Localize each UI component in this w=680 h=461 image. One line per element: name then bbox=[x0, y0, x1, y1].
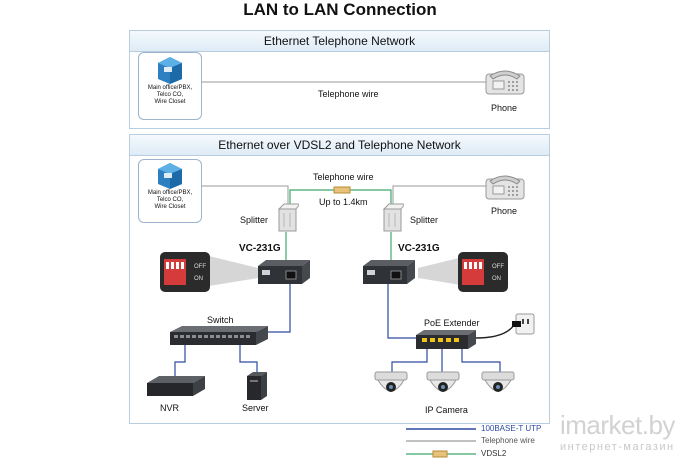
server-label: Server bbox=[242, 403, 269, 413]
legend-telephone-label: Telephone wire bbox=[481, 436, 535, 445]
vc231g-left-device bbox=[258, 260, 310, 284]
dip-off-label: OFF bbox=[492, 264, 504, 270]
nvr-icon bbox=[147, 376, 205, 396]
server-icon bbox=[247, 372, 267, 400]
office-label-line3: Wire Closet bbox=[154, 99, 186, 105]
office-box-bottom: Main office/PBX, Telco CO, Wire Closet bbox=[138, 159, 202, 223]
panel-header: Ethernet Telephone Network bbox=[130, 31, 549, 52]
nvr-label: NVR bbox=[160, 403, 180, 413]
office-box-top: Main office/PBX, Telco CO, Wire Closet bbox=[138, 52, 202, 120]
poe-extender-icon bbox=[416, 330, 476, 349]
distance-label: Up to 1.4km bbox=[319, 197, 368, 207]
splitter-left-label: Splitter bbox=[240, 215, 269, 225]
dip-on-label: ON bbox=[194, 276, 203, 282]
pbx-icon bbox=[158, 163, 182, 189]
panel-header: Ethernet over VDSL2 and Telephone Networ… bbox=[130, 135, 549, 156]
vc231g-right-device bbox=[363, 260, 415, 284]
office-label-line1: Main office/PBX, bbox=[147, 85, 193, 91]
dip-switch-icon bbox=[462, 259, 484, 285]
ip-camera-label: IP Camera bbox=[425, 405, 468, 415]
pbx-icon bbox=[158, 57, 182, 84]
bottom-wire-label: Telephone wire bbox=[313, 172, 374, 182]
ip-camera-icon bbox=[374, 371, 408, 392]
top-wire-label: Telephone wire bbox=[318, 89, 379, 99]
phone-label-bottom: Phone bbox=[491, 206, 518, 216]
phone-label-top: Phone bbox=[491, 103, 518, 113]
dip-switch-zoom-left: OFF ON bbox=[160, 252, 210, 292]
ip-camera-icon bbox=[426, 371, 460, 392]
dip-off-label: OFF bbox=[194, 264, 206, 270]
power-outlet-icon bbox=[512, 313, 535, 335]
poe-extender-label: PoE Extender bbox=[424, 318, 480, 328]
legend-vdsl2-label: VDSL2 bbox=[481, 449, 507, 458]
diagram-title: LAN to LAN Connection bbox=[243, 0, 437, 19]
office-label-line1: Main office/PBX, bbox=[147, 190, 193, 196]
office-label-line2: Telco CO, bbox=[156, 92, 184, 98]
ip-camera-icon bbox=[481, 371, 515, 392]
watermark-logo: imarket.by bbox=[560, 410, 675, 440]
phone-icon bbox=[485, 175, 525, 200]
switch-label: Switch bbox=[207, 315, 234, 325]
legend-utp-label: 100BASE-T UTP bbox=[481, 424, 542, 433]
legend-lines bbox=[406, 428, 476, 458]
vc231g-left-label: VC-231G bbox=[239, 243, 281, 254]
splitter-right-label: Splitter bbox=[410, 215, 439, 225]
switch-icon bbox=[170, 326, 268, 345]
splitter-right-icon bbox=[382, 203, 404, 232]
phone-icon bbox=[485, 70, 525, 95]
office-label-line2: Telco CO, bbox=[156, 197, 184, 203]
vc231g-right-label: VC-231G bbox=[398, 243, 440, 254]
office-label-line3: Wire Closet bbox=[154, 204, 186, 210]
splitter-left-icon bbox=[277, 203, 299, 232]
dip-switch-icon bbox=[164, 259, 186, 285]
dip-switch-zoom-right: OFF ON bbox=[458, 252, 508, 292]
watermark-subtitle: интернет-магазин bbox=[560, 441, 675, 453]
dip-on-label: ON bbox=[492, 276, 501, 282]
